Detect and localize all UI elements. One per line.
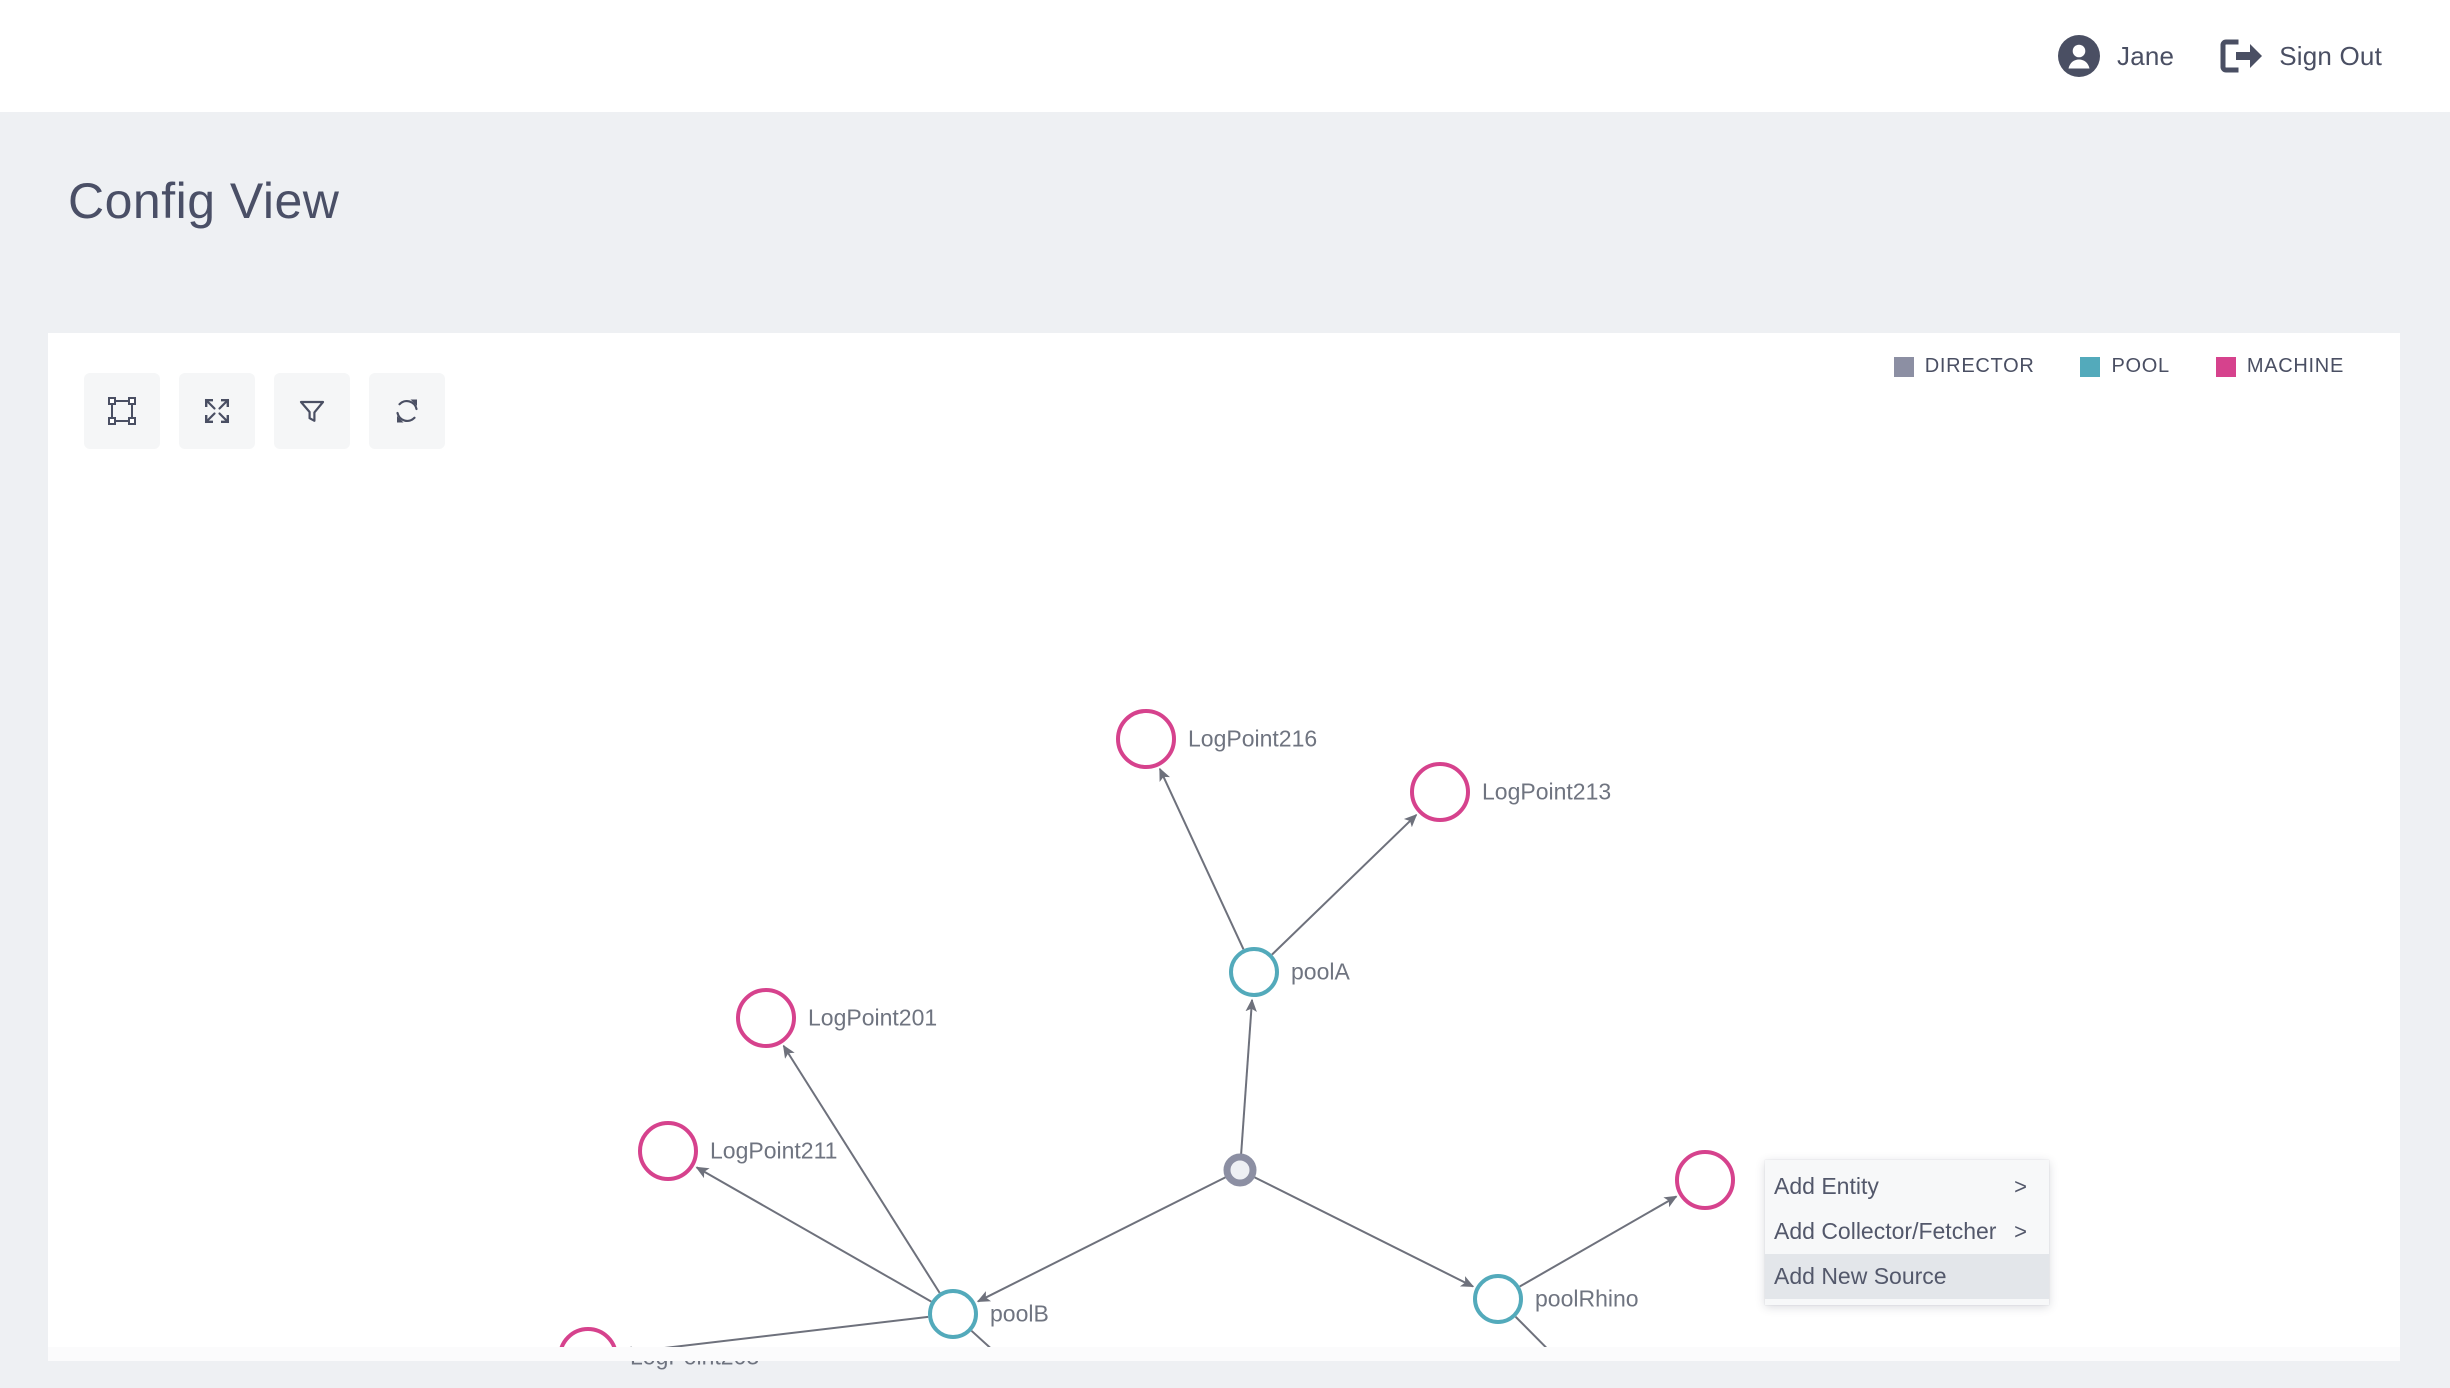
expand-arrows-icon	[202, 396, 232, 426]
legend-item-pool[interactable]: POOL	[2080, 355, 2169, 378]
user-name-label: Jane	[2117, 40, 2175, 71]
graph-edge	[782, 1044, 941, 1294]
graph-node-LogPoint216[interactable]	[1116, 709, 1176, 769]
graph-edge	[1240, 998, 1257, 1156]
refresh-icon	[392, 396, 422, 426]
graph-edge	[976, 1175, 1228, 1303]
menu-item-add-new-source-label: Add New Source	[1774, 1263, 1947, 1289]
chevron-right-icon: >	[2014, 1218, 2027, 1244]
graph-node-label-LogPoint213: LogPoint213	[1482, 778, 1612, 805]
graph-toolbar	[84, 373, 445, 449]
sign-out-icon	[2220, 39, 2263, 73]
fit-screen-button[interactable]	[179, 373, 255, 449]
select-box-button[interactable]	[84, 373, 160, 449]
user-menu[interactable]: Jane	[2058, 35, 2174, 77]
graph-node-director[interactable]	[1223, 1153, 1257, 1187]
legend-swatch-machine	[2215, 356, 2236, 377]
menu-item-add-new-source[interactable]: Add New Source	[1765, 1254, 2049, 1299]
page-title: Config View	[68, 173, 340, 229]
menu-item-add-collector-fetcher-label: Add Collector/Fetcher	[1774, 1218, 1997, 1244]
graph-edge	[1519, 1195, 1678, 1288]
sign-out-button[interactable]: Sign Out	[2220, 39, 2382, 73]
graph-edge	[1271, 814, 1418, 956]
legend-item-machine[interactable]: MACHINE	[2215, 355, 2344, 378]
graph-node-label-LogPoint211: LogPoint211	[710, 1137, 838, 1164]
legend-label-machine: MACHINE	[2246, 355, 2344, 377]
graph-node-label-poolA: poolA	[1291, 958, 1350, 985]
graph-node-label-poolB: poolB	[990, 1300, 1049, 1327]
canvas-footer-strip	[48, 1347, 2400, 1361]
graph-node-label-LogPoint201: LogPoint201	[808, 1004, 938, 1031]
legend-swatch-director	[1893, 356, 1914, 377]
graph-edge	[1252, 1175, 1475, 1288]
top-header-bar: Jane Sign Out	[0, 0, 2450, 112]
graph-node-label-poolRhino: poolRhino	[1535, 1285, 1639, 1312]
menu-item-add-entity[interactable]: Add Entity >	[1765, 1164, 2049, 1209]
graph-svg	[558, 709, 1735, 1388]
graph-node-LogPoint213[interactable]	[1410, 762, 1470, 822]
filter-button[interactable]	[274, 373, 350, 449]
graph-node-LogPoint211[interactable]	[638, 1121, 698, 1181]
graph-edge	[619, 1315, 929, 1358]
funnel-filter-icon	[297, 396, 327, 426]
bounding-box-icon	[107, 396, 137, 426]
graph-node-poolA[interactable]	[1229, 947, 1279, 997]
graph-node-poolRhino[interactable]	[1473, 1274, 1523, 1324]
graph-node-hidden-machine[interactable]	[1675, 1150, 1735, 1210]
menu-item-add-entity-label: Add Entity	[1774, 1173, 1879, 1199]
graph-node-LogPoint201[interactable]	[736, 988, 796, 1048]
graph-edge	[1158, 767, 1245, 950]
menu-item-add-collector-fetcher[interactable]: Add Collector/Fetcher >	[1765, 1209, 2049, 1254]
node-context-menu[interactable]: Add Entity > Add Collector/Fetcher > Add…	[1765, 1160, 2049, 1305]
graph-edge	[970, 1330, 1036, 1388]
graph-edge	[1514, 1316, 1594, 1388]
graph-edge	[695, 1166, 932, 1303]
refresh-button[interactable]	[369, 373, 445, 449]
legend-item-director[interactable]: DIRECTOR	[1893, 355, 2035, 378]
header-actions: Jane Sign Out	[2058, 35, 2450, 77]
legend-label-pool: POOL	[2111, 355, 2170, 377]
graph-legend: DIRECTOR POOL MACHINE	[1893, 355, 2344, 378]
sign-out-label: Sign Out	[2279, 40, 2382, 71]
legend-swatch-pool	[2080, 356, 2101, 377]
graph-canvas-panel: DIRECTOR POOL MACHINE poolA poolB poolRhin…	[48, 333, 2400, 1388]
graph-node-LogPoint203[interactable]	[558, 1327, 618, 1387]
chevron-right-icon: >	[2014, 1173, 2027, 1199]
user-avatar-icon	[2058, 35, 2101, 77]
graph-node-poolB[interactable]	[928, 1289, 978, 1339]
legend-label-director: DIRECTOR	[1924, 355, 2035, 377]
graph-node-label-LogPoint216: LogPoint216	[1188, 725, 1318, 752]
